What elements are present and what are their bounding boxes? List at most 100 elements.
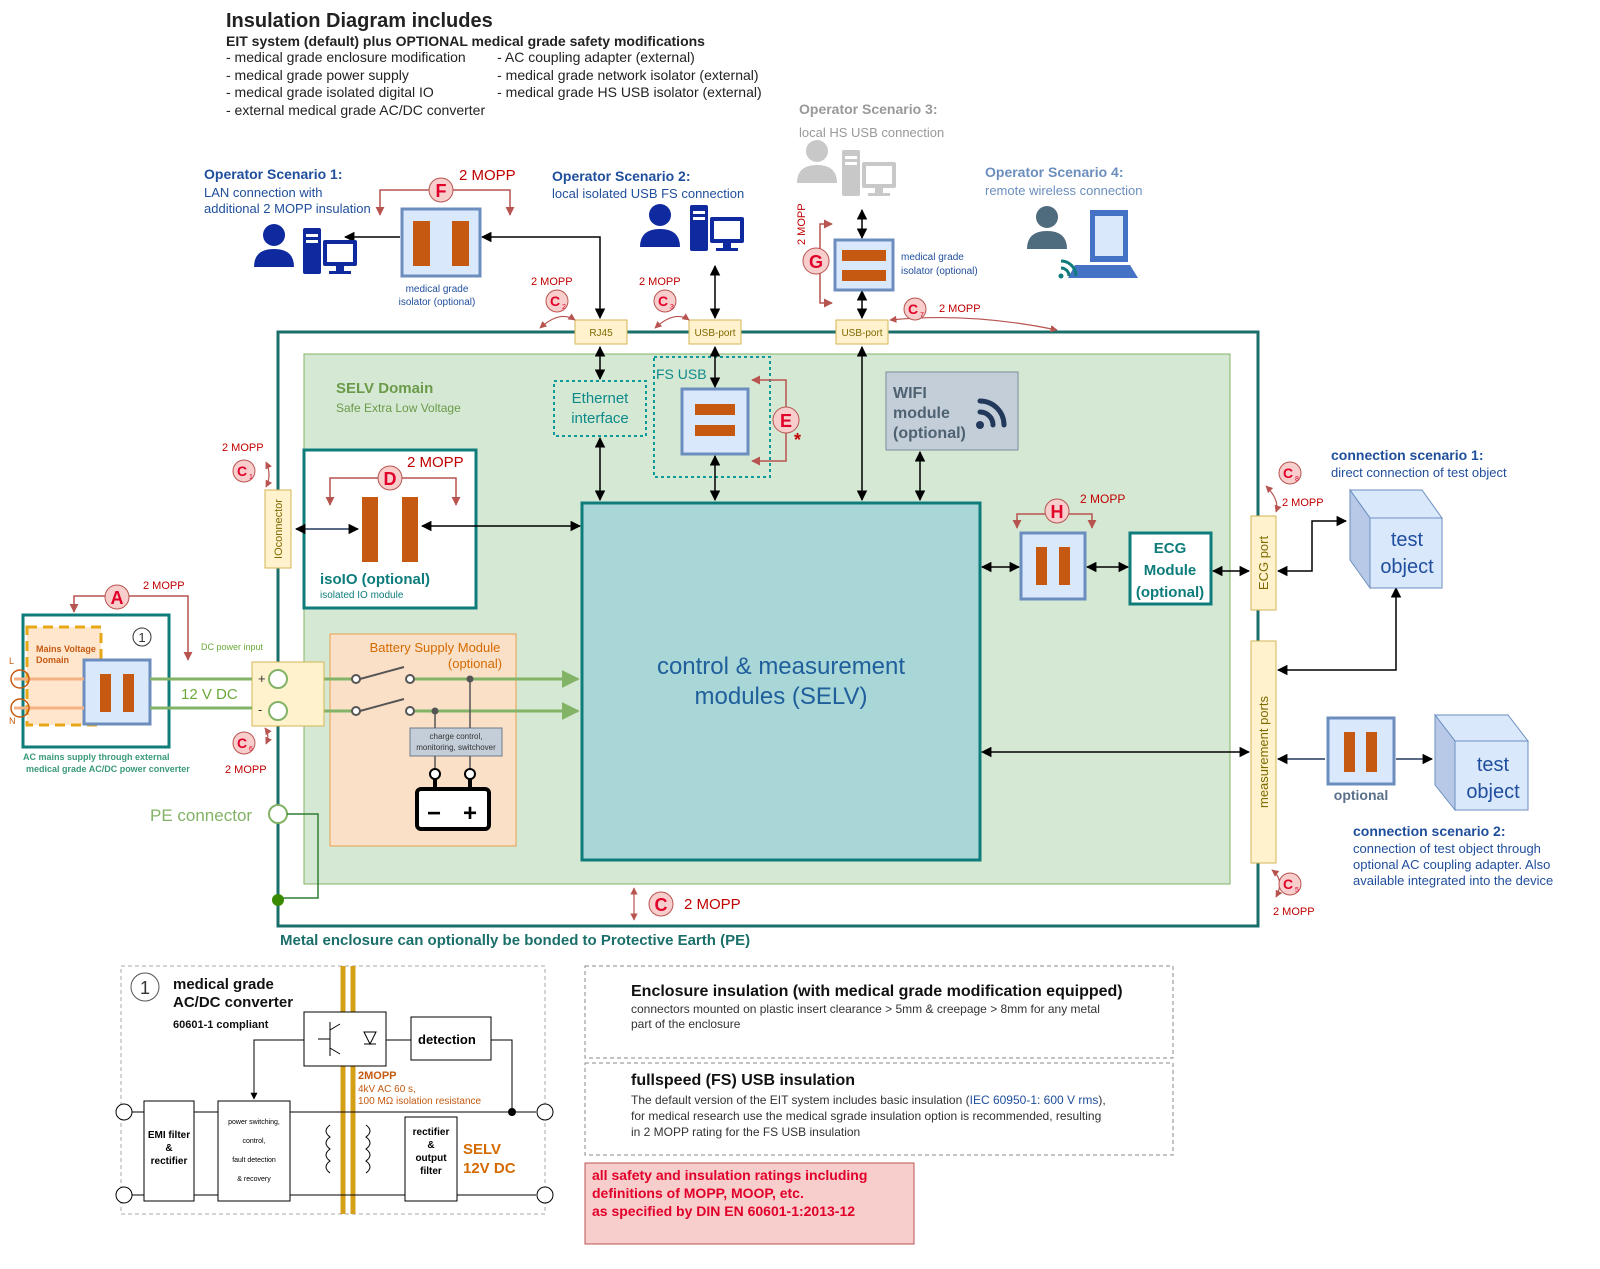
c2-letter: C: [550, 293, 560, 309]
selv-title: SELV Domain: [336, 380, 433, 397]
isolator-label-2: isolator (optional): [901, 266, 978, 277]
fs-usb-isolator: [680, 387, 750, 456]
emi-label-2: &: [165, 1143, 172, 1154]
c3-sub: 3: [670, 304, 674, 311]
marker-d: [377, 465, 403, 491]
ecg-label-1: ECG: [1154, 540, 1187, 557]
rj45-label: RJ45: [589, 328, 613, 339]
computer-icon: [842, 150, 896, 196]
computer-icon: [690, 205, 744, 251]
mopp-g: 2 MOPP: [796, 203, 808, 245]
cx-note-line2: part of the enclosure: [631, 1017, 741, 1031]
mopp-c3: 2 MOPP: [639, 276, 681, 288]
selv-out-1: SELV: [463, 1141, 501, 1158]
ps-label-4: & recovery: [237, 1176, 271, 1183]
wifi-label-2: module: [893, 405, 950, 422]
op3-line1: local HS USB connection: [799, 125, 944, 140]
rect-label-3: output: [415, 1153, 447, 1164]
conv-title-2: AC/DC converter: [173, 994, 293, 1011]
mopp-h: 2 MOPP: [1080, 492, 1125, 506]
op1-line1: LAN connection with: [204, 185, 323, 200]
din-line1: all safety and insulation ratings includ…: [592, 1167, 867, 1183]
marker-f-label: E: [780, 411, 792, 431]
charge-label-2: monitoring, switchover: [416, 743, 496, 752]
optional-label: optional: [1334, 787, 1388, 803]
rj45-port: [574, 319, 628, 345]
note-fs-usb-insulation: [584, 1062, 1174, 1156]
io-connector-label: IOconnector: [273, 499, 285, 559]
marker-h-label: H: [1051, 502, 1064, 522]
mopp-e: 2 MOPP: [459, 167, 516, 184]
test-object-label-1: test: [1391, 529, 1424, 551]
computer-icon: [303, 228, 357, 274]
hs-usb-isolator: [833, 238, 895, 292]
dc-minus: -: [258, 702, 262, 717]
test-object-1: test object: [1349, 488, 1443, 590]
rect-label-2: &: [427, 1140, 434, 1151]
f-note-line3: in 2 MOPP rating for the FS USB insulati…: [631, 1125, 860, 1139]
cs2-line1: connection of test object through: [1353, 841, 1541, 856]
isolator-label-1: medical grade: [406, 284, 469, 295]
header-item: - external medical grade AC/DC converter: [226, 101, 486, 118]
io-connector: [264, 489, 292, 569]
pe-connector: [268, 804, 288, 824]
ethernet-label-2: interface: [571, 410, 629, 427]
ps-label-2: control,: [243, 1138, 266, 1145]
din-line3: as specified by DIN EN 60601-1:2013-12: [592, 1203, 855, 1219]
dc-plus: +: [258, 671, 266, 686]
header-list-left: - medical grade enclosure modification -…: [226, 49, 485, 119]
detection: [410, 1016, 492, 1061]
dc-input-connector: [251, 661, 325, 727]
fs-usb-label: FS USB: [656, 366, 707, 382]
ecg-label-2: Module: [1144, 562, 1197, 579]
test-object-label-1: test: [1477, 754, 1510, 776]
marker-c7: [903, 297, 927, 321]
diagram-subtitle: EIT system (default) plus OPTIONAL medic…: [226, 33, 705, 49]
battery-label-1: Battery Supply Module: [370, 640, 501, 655]
marker-f: [772, 406, 800, 434]
enclosure-note: Metal enclosure can optionally be bonded…: [280, 932, 750, 949]
header-item: - medical grade network isolator (extern…: [497, 66, 759, 83]
ecg-port-label: ECG port: [1256, 536, 1271, 591]
charge-control: [409, 727, 503, 757]
header-item: - medical grade HS USB isolator (externa…: [497, 84, 762, 100]
detection-label: detection: [418, 1032, 476, 1047]
marker-g-label: G: [809, 252, 823, 272]
c8-sub: 8: [1295, 476, 1299, 483]
user-icon: [1027, 206, 1067, 249]
asterisk: *: [794, 430, 801, 450]
marker-g: [802, 247, 830, 275]
conv-compliance: 60601-1 compliant: [173, 1019, 269, 1031]
user-icon: [797, 140, 837, 183]
marker-a-label: A: [111, 588, 124, 608]
marker-c2: [545, 289, 569, 313]
wifi-label-1: WIFI: [893, 385, 927, 402]
ps-label-1: power switching,: [228, 1119, 280, 1126]
isoio-sublabel: isolated IO module: [320, 590, 404, 601]
emi-label-3: rectifier: [151, 1156, 188, 1167]
marker-c1: [232, 459, 256, 483]
mopp-c1: 2 MOPP: [222, 442, 264, 454]
l-label: L: [9, 656, 14, 666]
usb-port-label: USB-port: [841, 328, 882, 339]
c7-sub: 7: [920, 312, 924, 319]
marker-d-label: D: [384, 469, 397, 489]
acdc-isolator: [82, 658, 152, 726]
cs2-title: connection scenario 2:: [1353, 823, 1505, 839]
mopp-c7: 2 MOPP: [939, 303, 981, 315]
cs2-line3: available integrated into the device: [1353, 873, 1553, 888]
circle-1-small: 1: [138, 630, 145, 645]
battery-icon: − +: [415, 768, 491, 831]
c6-letter: C: [237, 735, 247, 751]
marker-e: [428, 177, 454, 203]
header-item: - medical grade isolated digital IO: [226, 84, 434, 100]
op2-line1: local isolated USB FS connection: [552, 186, 744, 201]
cs2-line2: optional AC coupling adapter. Also: [1353, 857, 1550, 872]
test-object-2: test object: [1433, 713, 1530, 812]
charge-label-1: charge control,: [430, 732, 483, 741]
c2-sub: 2: [562, 304, 566, 311]
control-label-2: modules (SELV): [695, 683, 868, 710]
note-enclosure-insulation: [584, 965, 1174, 1059]
op4-line1: remote wireless connection: [985, 183, 1143, 198]
marker-c8: [1278, 461, 1302, 485]
